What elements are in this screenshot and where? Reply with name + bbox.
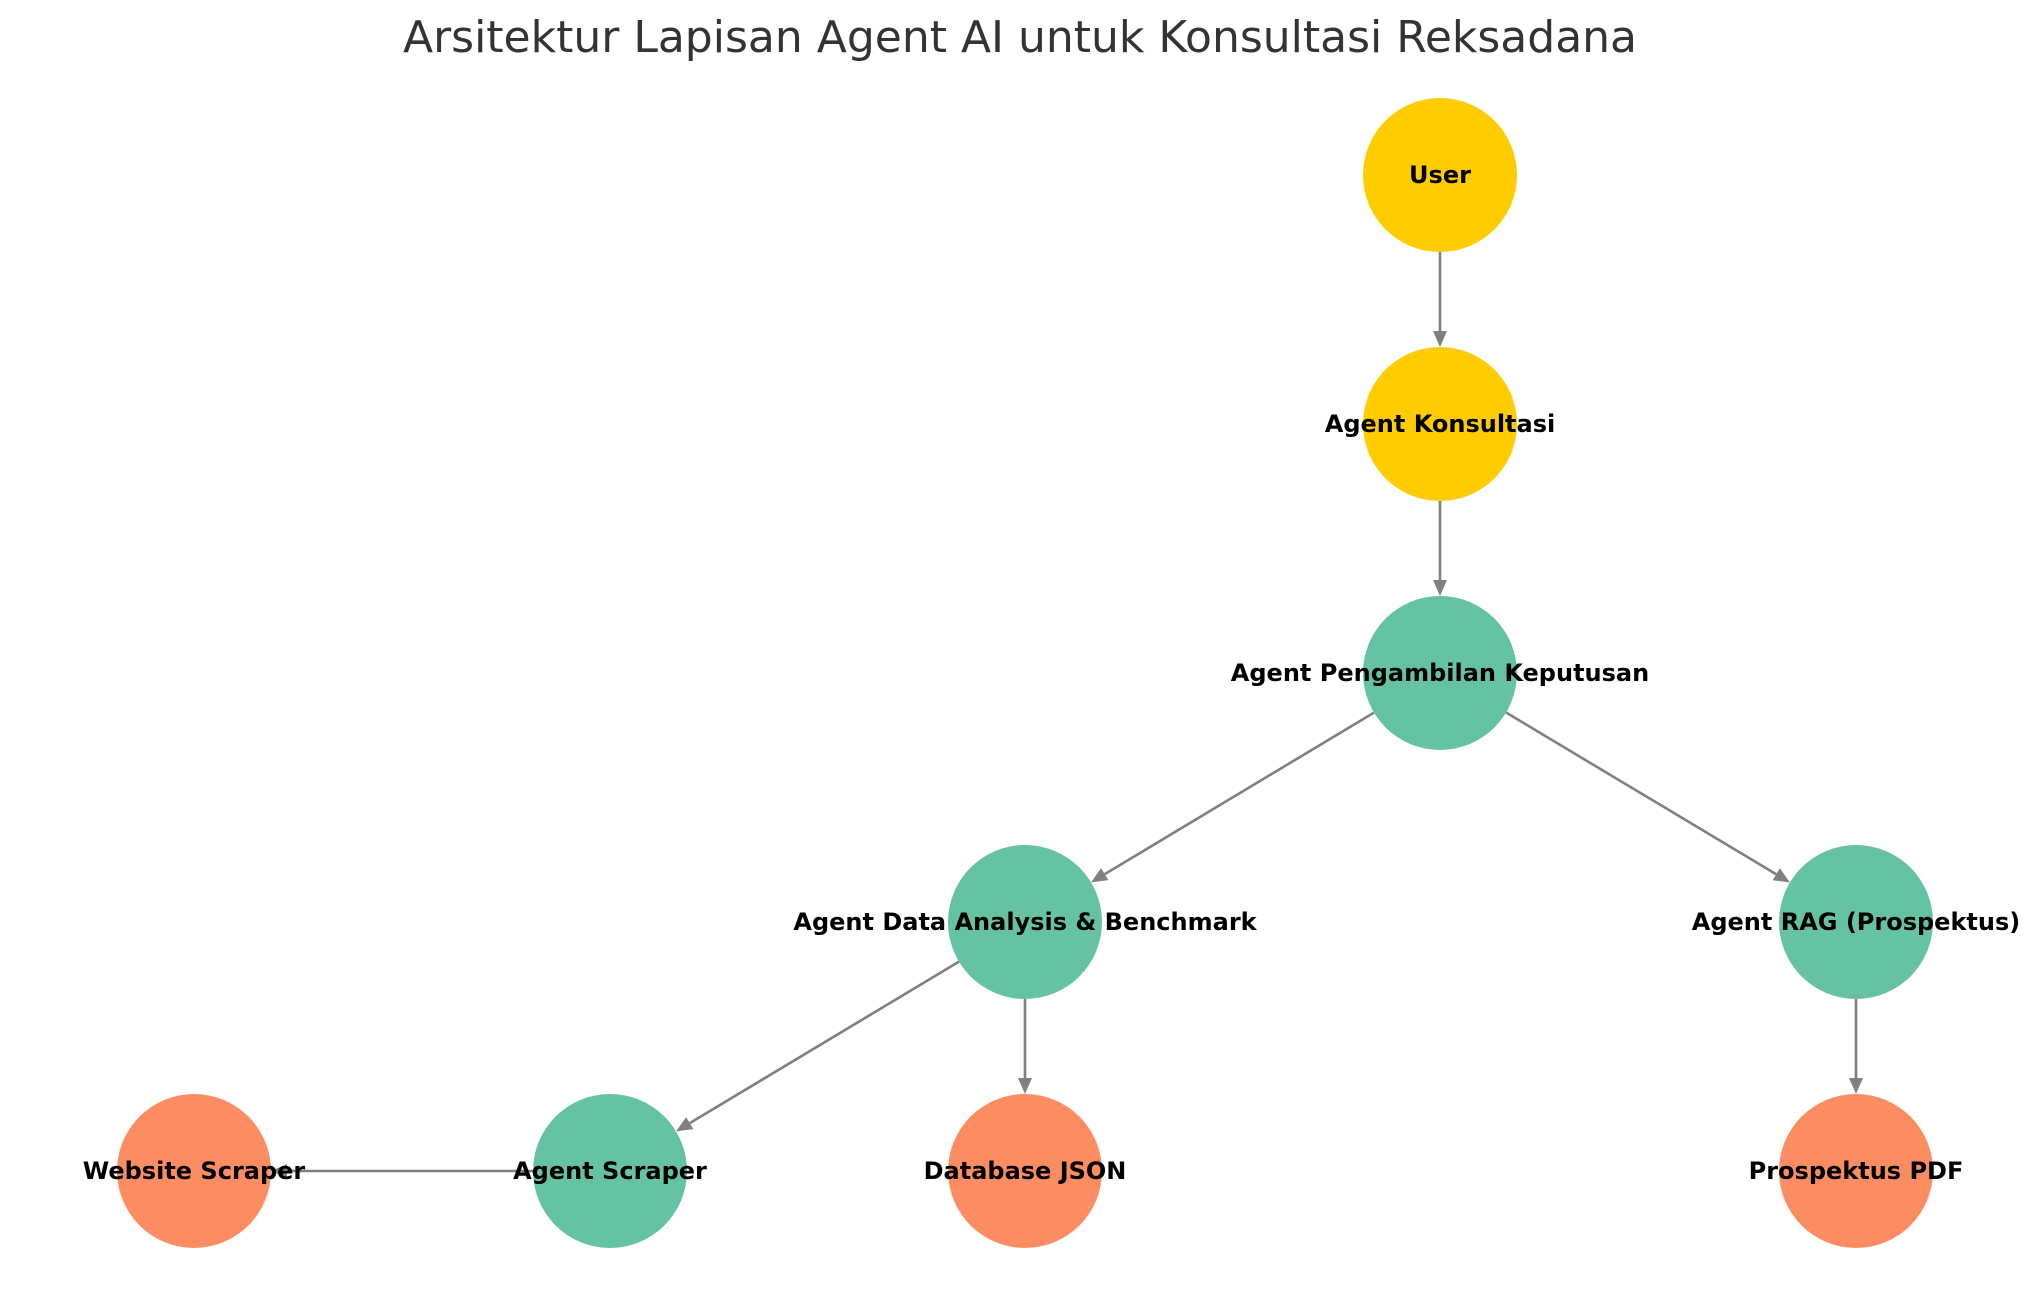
- arrowhead-agent-pengambilan-keputusan: [1433, 580, 1447, 596]
- edge-agent-data-analysis-to-agent-scraper: [689, 960, 960, 1125]
- diagram-title: Arsitektur Lapisan Agent AI untuk Konsul…: [403, 12, 1637, 63]
- node-label-agent-scraper: Agent Scraper: [513, 1157, 707, 1185]
- node-agent-scraper: [533, 1094, 687, 1248]
- node-circle: [948, 1094, 1102, 1248]
- node-circle: [948, 845, 1102, 999]
- node-circle: [1779, 1094, 1933, 1248]
- node-circle: [1363, 347, 1517, 501]
- node-database-json: [948, 1094, 1102, 1248]
- edge-agent-pengambilan-keputusan-to-agent-data-analysis: [1104, 711, 1375, 876]
- arrowhead-agent-konsultasi: [1433, 331, 1447, 347]
- node-label-website-scraper: Website Scraper: [83, 1157, 306, 1185]
- arrowhead-agent-data-analysis: [1091, 868, 1109, 883]
- node-circle: [1363, 98, 1517, 252]
- node-agent-konsultasi: [1363, 347, 1517, 501]
- node-circle: [117, 1094, 271, 1248]
- node-label-user: User: [1409, 161, 1471, 189]
- node-label-agent-pengambilan-keputusan: Agent Pengambilan Keputusan: [1231, 659, 1649, 687]
- edge-agent-pengambilan-keputusan-to-agent-rag: [1505, 711, 1777, 876]
- node-agent-data-analysis: [948, 845, 1102, 999]
- node-agent-rag: [1779, 845, 1933, 999]
- node-label-database-json: Database JSON: [924, 1157, 1127, 1185]
- node-label-prospektus-pdf: Prospektus PDF: [1749, 1157, 1964, 1185]
- arrowhead-database-json: [1018, 1078, 1032, 1094]
- node-user: [1363, 98, 1517, 252]
- arrowhead-agent-rag: [1772, 868, 1790, 883]
- node-label-agent-konsultasi: Agent Konsultasi: [1325, 410, 1555, 438]
- node-circle: [533, 1094, 687, 1248]
- node-agent-pengambilan-keputusan: [1363, 596, 1517, 750]
- node-label-agent-data-analysis: Agent Data Analysis & Benchmark: [793, 908, 1257, 936]
- arrowhead-agent-scraper: [676, 1117, 694, 1132]
- arrowhead-website-scraper: [271, 1164, 287, 1178]
- node-prospektus-pdf: [1779, 1094, 1933, 1248]
- node-circle: [1779, 845, 1933, 999]
- node-label-agent-rag: Agent RAG (Prospektus): [1692, 908, 2020, 936]
- node-website-scraper: [117, 1094, 271, 1248]
- arrowhead-prospektus-pdf: [1849, 1078, 1863, 1094]
- node-circle: [1363, 596, 1517, 750]
